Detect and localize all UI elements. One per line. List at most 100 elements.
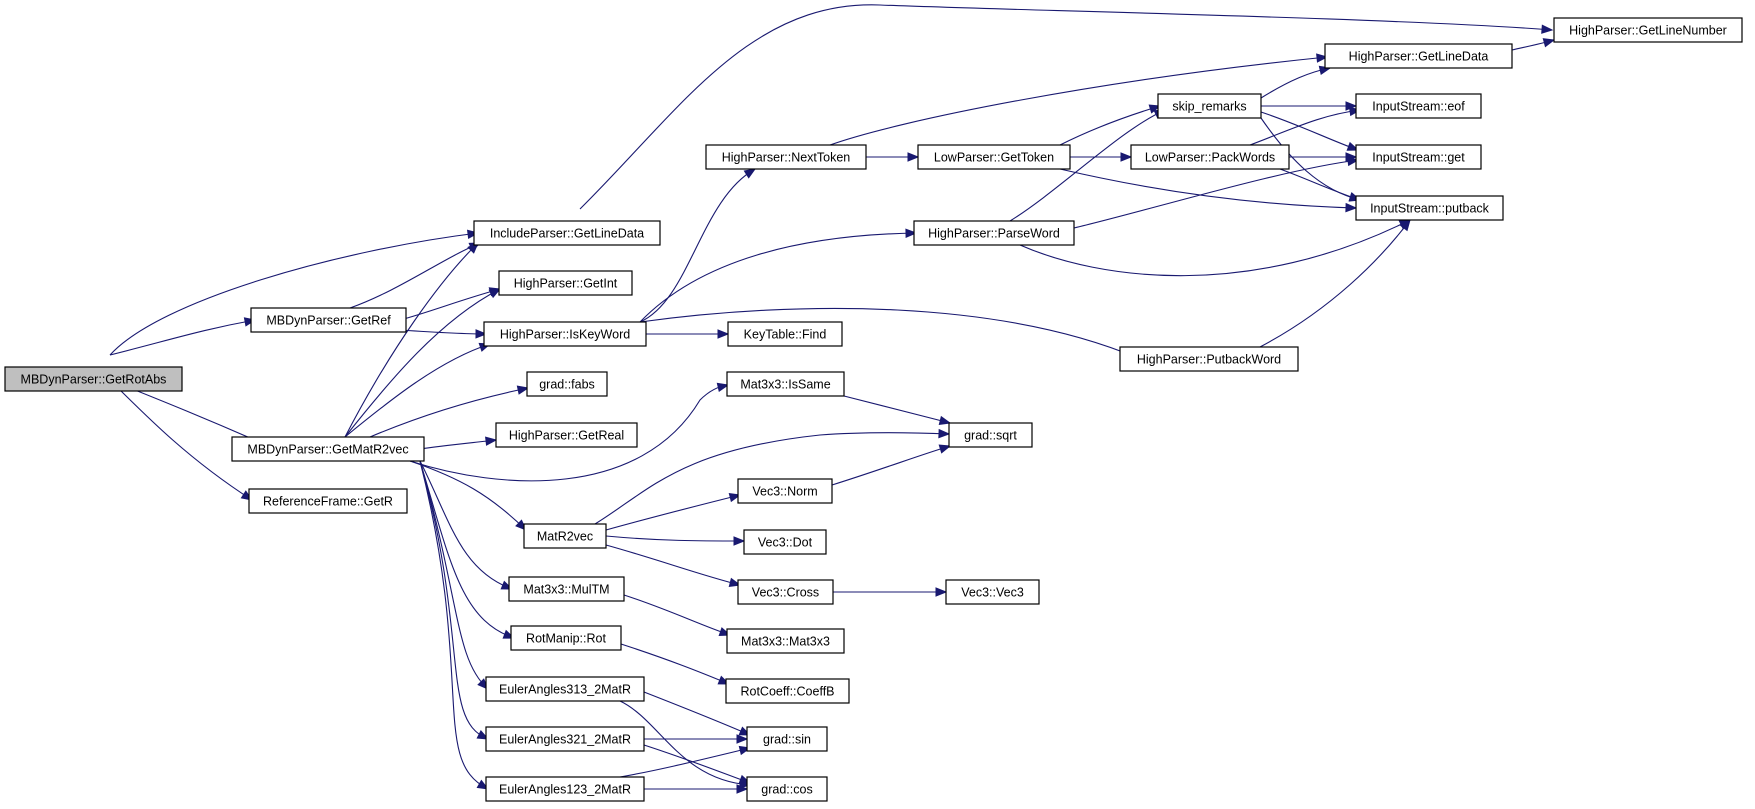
node-parseword[interactable]: HighParser::ParseWord bbox=[913, 220, 1075, 246]
node-find[interactable]: KeyTable::Find bbox=[727, 321, 843, 347]
node-box bbox=[746, 726, 828, 752]
node-putback[interactable]: InputStream::putback bbox=[1355, 195, 1504, 221]
node-box bbox=[508, 576, 625, 602]
node-label: HighParser::GetLineData bbox=[1349, 49, 1489, 63]
node-label: HighParser::IsKeyWord bbox=[500, 327, 630, 341]
edge-matr2vec-to-norm bbox=[605, 492, 742, 531]
edge-include_getlinedata-to-getlinenumber bbox=[579, 4, 1554, 210]
edge-putbackword-to-putback bbox=[1259, 218, 1411, 348]
node-high-getlinedata[interactable]: HighParser::GetLineData bbox=[1324, 43, 1513, 69]
node-cross[interactable]: Vec3::Cross bbox=[737, 579, 834, 605]
node-eof[interactable]: InputStream::eof bbox=[1355, 93, 1482, 119]
node-box bbox=[1355, 144, 1482, 170]
node-include-getlinedata[interactable]: IncludeParser::GetLineData bbox=[473, 220, 661, 246]
node-label: HighParser::GetLineNumber bbox=[1569, 23, 1727, 37]
node-label: EulerAngles313_2MatR bbox=[499, 682, 631, 696]
node-label: Vec3::Norm bbox=[752, 484, 817, 498]
edge-packwords-to-get bbox=[1289, 152, 1358, 162]
node-label: InputStream::putback bbox=[1370, 201, 1490, 215]
edge-gettoken-to-packwords bbox=[1070, 152, 1133, 162]
node-iskeyword[interactable]: HighParser::IsKeyWord bbox=[483, 321, 647, 347]
edge-getmatr2vec-to-getreal bbox=[419, 436, 498, 450]
node-multm[interactable]: Mat3x3::MulTM bbox=[508, 576, 625, 602]
edge-getmatr2vec-to-include_getlinedata bbox=[344, 242, 479, 438]
node-box bbox=[473, 220, 661, 246]
node-getrotabs[interactable]: MBDynParser::GetRotAbs bbox=[4, 366, 183, 392]
node-box bbox=[485, 776, 645, 802]
node-label: HighParser::GetReal bbox=[509, 428, 624, 442]
node-sqrt[interactable]: grad::sqrt bbox=[948, 422, 1033, 448]
node-getlinenumber[interactable]: HighParser::GetLineNumber bbox=[1553, 17, 1743, 43]
node-mat3x3[interactable]: Mat3x3::Mat3x3 bbox=[726, 628, 845, 654]
node-label: KeyTable::Find bbox=[744, 327, 827, 341]
edge-getmatr2vec-to-issame bbox=[409, 382, 730, 482]
node-label: Vec3::Vec3 bbox=[961, 585, 1024, 599]
node-box bbox=[917, 144, 1071, 170]
node-label: LowParser::PackWords bbox=[1145, 150, 1275, 164]
node-skip-remarks[interactable]: skip_remarks bbox=[1157, 93, 1262, 119]
node-box bbox=[248, 488, 408, 514]
edge-getmatr2vec-to-matr2vec bbox=[409, 460, 527, 531]
node-box bbox=[1324, 43, 1513, 69]
node-box bbox=[726, 628, 845, 654]
node-euler313[interactable]: EulerAngles313_2MatR bbox=[485, 676, 645, 702]
node-label: MBDynParser::GetRotAbs bbox=[21, 372, 167, 386]
node-euler321[interactable]: EulerAngles321_2MatR bbox=[485, 726, 645, 752]
edge-iskeyword-to-nexttoken bbox=[639, 168, 757, 323]
node-getmatr2vec[interactable]: MBDynParser::GetMatR2vec bbox=[231, 436, 425, 462]
node-box bbox=[1553, 17, 1743, 43]
node-label: LowParser::GetToken bbox=[934, 150, 1054, 164]
node-box bbox=[495, 422, 638, 448]
edge-cross-to-vec3 bbox=[833, 587, 948, 597]
node-matr2vec[interactable]: MatR2vec bbox=[523, 523, 607, 549]
node-putbackword[interactable]: HighParser::PutbackWord bbox=[1119, 346, 1299, 372]
node-getint[interactable]: HighParser::GetInt bbox=[498, 270, 633, 296]
node-getreal[interactable]: HighParser::GetReal bbox=[495, 422, 638, 448]
node-label: RotCoeff::CoeffB bbox=[740, 684, 834, 698]
edge-getrotabs-to-refframe_getr bbox=[109, 379, 254, 501]
node-euler123[interactable]: EulerAngles123_2MatR bbox=[485, 776, 645, 802]
edge-nexttoken-to-gettoken bbox=[866, 152, 920, 162]
node-nexttoken[interactable]: HighParser::NextToken bbox=[705, 144, 867, 170]
node-dot[interactable]: Vec3::Dot bbox=[743, 529, 827, 555]
node-label: IncludeParser::GetLineData bbox=[490, 226, 644, 240]
node-label: grad::sin bbox=[763, 732, 811, 746]
edge-issame-to-sqrt bbox=[843, 395, 952, 426]
node-box bbox=[526, 371, 608, 397]
edge-getref-to-iskeyword bbox=[399, 329, 488, 339]
node-refframe-getr[interactable]: ReferenceFrame::GetR bbox=[248, 488, 408, 514]
edge-multm-to-mat3x3 bbox=[623, 594, 732, 637]
node-box bbox=[737, 478, 833, 504]
node-box bbox=[510, 625, 622, 651]
node-gettoken[interactable]: LowParser::GetToken bbox=[917, 144, 1071, 170]
edge-matr2vec-to-sqrt bbox=[594, 428, 951, 525]
edge-norm-to-sqrt bbox=[831, 444, 952, 486]
node-box bbox=[485, 676, 645, 702]
edge-getmatr2vec-to-fabs bbox=[369, 385, 530, 438]
edge-iskeyword-to-putbackword bbox=[639, 307, 1140, 359]
node-sin[interactable]: grad::sin bbox=[746, 726, 828, 752]
node-rot[interactable]: RotManip::Rot bbox=[510, 625, 622, 651]
node-fabs[interactable]: grad::fabs bbox=[526, 371, 608, 397]
node-label: EulerAngles123_2MatR bbox=[499, 782, 631, 796]
node-label: HighParser::PutbackWord bbox=[1137, 352, 1281, 366]
node-issame[interactable]: Mat3x3::IsSame bbox=[726, 371, 845, 397]
node-label: HighParser::ParseWord bbox=[928, 226, 1060, 240]
node-box bbox=[498, 270, 633, 296]
node-label: ReferenceFrame::GetR bbox=[263, 494, 393, 508]
node-box bbox=[1355, 195, 1504, 221]
edge-iskeyword-to-find bbox=[646, 329, 730, 339]
node-cos[interactable]: grad::cos bbox=[746, 776, 828, 802]
node-norm[interactable]: Vec3::Norm bbox=[737, 478, 833, 504]
node-getref[interactable]: MBDynParser::GetRef bbox=[250, 307, 407, 333]
edge-high_getlinedata-to-getlinenumber bbox=[1511, 38, 1556, 51]
node-vec3[interactable]: Vec3::Vec3 bbox=[945, 579, 1040, 605]
node-get[interactable]: InputStream::get bbox=[1355, 144, 1482, 170]
node-box bbox=[945, 579, 1040, 605]
node-box bbox=[231, 436, 425, 462]
node-box bbox=[4, 366, 183, 392]
node-box bbox=[1130, 144, 1290, 170]
node-label: Mat3x3::IsSame bbox=[740, 377, 830, 391]
node-packwords[interactable]: LowParser::PackWords bbox=[1130, 144, 1290, 170]
node-coeffb[interactable]: RotCoeff::CoeffB bbox=[725, 678, 850, 704]
